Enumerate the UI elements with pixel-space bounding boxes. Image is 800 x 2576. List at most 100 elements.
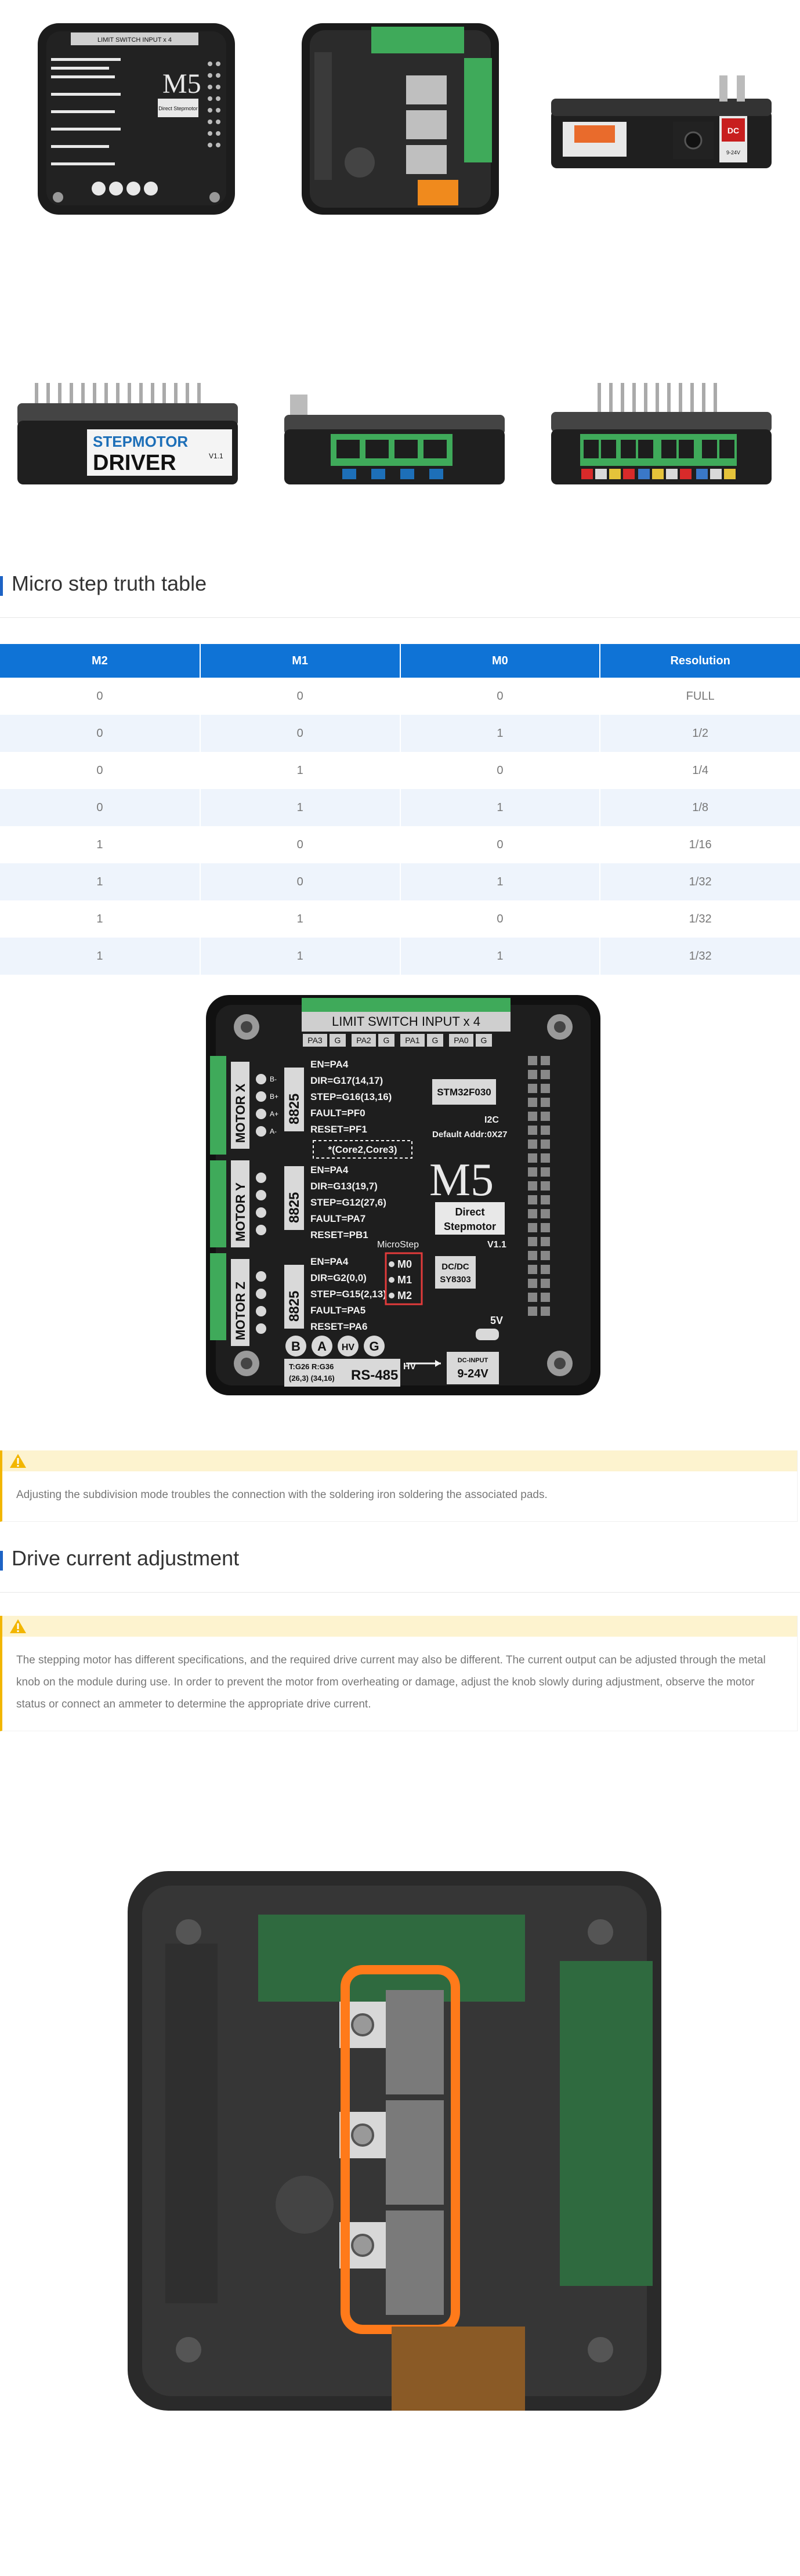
cell-m1: 0 xyxy=(200,863,401,900)
svg-text:EN=PA4: EN=PA4 xyxy=(310,1059,349,1070)
product-gallery: LIMIT SWITCH INPUT x 4 M5 Direct Stepmot… xyxy=(0,0,800,522)
thumb-side-terminals-b[interactable] xyxy=(545,337,772,545)
section-accent-bar xyxy=(0,576,3,596)
cell-m0: 0 xyxy=(400,826,601,863)
cell-m2: 1 xyxy=(0,938,201,975)
cell-m1: 0 xyxy=(200,678,401,715)
side-terminals-b-image xyxy=(551,383,772,484)
svg-text:PA1: PA1 xyxy=(405,1036,420,1045)
table-row: 1 0 1 1/32 xyxy=(0,863,800,900)
svg-text:Direct Stepmotor: Direct Stepmotor xyxy=(158,106,198,111)
thumb-board-top[interactable]: LIMIT SWITCH INPUT x 4 M5 Direct Stepmot… xyxy=(23,12,249,220)
cell-m2: 0 xyxy=(0,715,201,752)
svg-text:FAULT=PA5: FAULT=PA5 xyxy=(310,1305,365,1316)
svg-text:G: G xyxy=(369,1339,379,1354)
svg-text:(26,3) (34,16): (26,3) (34,16) xyxy=(289,1374,335,1383)
cell-m1: 1 xyxy=(200,789,401,826)
board-pinout-figure: LIMIT SWITCH INPUT x 4 PA3 G PA2 G PA1 G… xyxy=(203,992,603,1398)
section-accent-bar xyxy=(0,1551,3,1571)
cell-m1: 0 xyxy=(200,826,401,863)
note-current: The stepping motor has different specifi… xyxy=(0,1616,798,1731)
svg-text:STEP=G15(2,13): STEP=G15(2,13) xyxy=(310,1289,386,1300)
svg-text:Stepmotor: Stepmotor xyxy=(444,1221,496,1232)
side-terminals-a-image xyxy=(284,395,505,484)
warning-icon xyxy=(10,1619,26,1633)
cell-m0: 1 xyxy=(400,715,601,752)
svg-text:FAULT=PF0: FAULT=PF0 xyxy=(310,1108,365,1119)
cell-m0: 0 xyxy=(400,900,601,938)
table-row: 0 0 1 1/2 xyxy=(0,715,800,752)
side-dc-image: DC 9-24V xyxy=(551,75,772,168)
header-m0: M0 xyxy=(400,644,601,678)
svg-text:5V: 5V xyxy=(490,1315,503,1326)
cell-resolution: 1/16 xyxy=(600,826,800,863)
svg-text:*(Core2,Core3): *(Core2,Core3) xyxy=(328,1144,397,1155)
cell-resolution: 1/2 xyxy=(600,715,800,752)
note-text: The stepping motor has different specifi… xyxy=(16,1654,766,1710)
svg-text:B: B xyxy=(291,1339,301,1354)
svg-text:G: G xyxy=(432,1036,439,1045)
svg-text:B+: B+ xyxy=(270,1092,278,1101)
svg-text:9-24V: 9-24V xyxy=(457,1367,488,1380)
cell-m2: 0 xyxy=(0,789,201,826)
svg-text:RS-485: RS-485 xyxy=(351,1367,398,1383)
svg-text:T:G26 R:G36: T:G26 R:G36 xyxy=(289,1362,334,1371)
cell-resolution: 1/4 xyxy=(600,752,800,789)
svg-text:DIR=G17(14,17): DIR=G17(14,17) xyxy=(310,1075,383,1086)
section-title-truth-table: Micro step truth table xyxy=(12,571,207,595)
cell-m2: 1 xyxy=(0,900,201,938)
svg-text:MicroStep: MicroStep xyxy=(377,1240,419,1250)
svg-text:M0: M0 xyxy=(397,1258,412,1270)
svg-text:8825: 8825 xyxy=(287,1192,302,1223)
cell-resolution: 1/32 xyxy=(600,863,800,900)
svg-text:EN=PA4: EN=PA4 xyxy=(310,1164,349,1175)
note-header xyxy=(2,1616,797,1637)
cell-m1: 1 xyxy=(200,938,401,975)
cell-m0: 1 xyxy=(400,789,601,826)
svg-text:RESET=PA6: RESET=PA6 xyxy=(310,1321,367,1332)
svg-text:DC-INPUT: DC-INPUT xyxy=(458,1357,488,1364)
svg-text:G: G xyxy=(383,1036,390,1045)
potentiometer-image xyxy=(128,1871,661,2411)
svg-text:STM32F030: STM32F030 xyxy=(437,1087,491,1098)
warning-icon xyxy=(10,1454,26,1468)
section-truth-table: Micro step truth table xyxy=(0,554,800,618)
svg-text:RESET=PF1: RESET=PF1 xyxy=(310,1124,367,1135)
svg-text:DC: DC xyxy=(727,126,739,135)
cell-resolution: 1/32 xyxy=(600,938,800,975)
svg-text:Direct: Direct xyxy=(455,1206,484,1218)
board-top-image: LIMIT SWITCH INPUT x 4 M5 Direct Stepmot… xyxy=(38,23,235,215)
svg-text:MOTOR Y: MOTOR Y xyxy=(233,1182,248,1242)
svg-text:DRIVER: DRIVER xyxy=(93,451,176,475)
note-header xyxy=(2,1450,797,1471)
svg-text:DIR=G2(0,0): DIR=G2(0,0) xyxy=(310,1272,367,1283)
thumb-side-dc[interactable]: DC 9-24V xyxy=(545,12,772,220)
thumb-side-terminals-a[interactable] xyxy=(278,337,505,545)
svg-text:STEPMOTOR: STEPMOTOR xyxy=(93,433,188,450)
header-m1: M1 xyxy=(200,644,401,678)
header-resolution: Resolution xyxy=(600,644,800,678)
section-drive-current: Drive current adjustment xyxy=(0,1529,800,1593)
table-row: 0 0 0 FULL xyxy=(0,678,800,715)
svg-text:M1: M1 xyxy=(397,1274,412,1286)
potentiometer-figure xyxy=(125,1868,664,2414)
table-row: 0 1 0 1/4 xyxy=(0,752,800,789)
svg-text:DIR=G13(19,7): DIR=G13(19,7) xyxy=(310,1181,378,1192)
thumb-board-shell[interactable] xyxy=(290,12,516,220)
svg-text:M2: M2 xyxy=(397,1290,412,1301)
note-text: Adjusting the subdivision mode troubles … xyxy=(16,1489,548,1501)
svg-text:M5: M5 xyxy=(429,1155,494,1206)
svg-text:SY8303: SY8303 xyxy=(440,1275,470,1285)
svg-text:G: G xyxy=(335,1036,341,1045)
svg-text:A+: A+ xyxy=(270,1110,278,1118)
microstep-truth-table: M2 M1 M0 Resolution 0 0 0 FULL 0 0 1 1/2… xyxy=(0,644,800,975)
svg-text:DC/DC: DC/DC xyxy=(441,1262,469,1272)
cell-resolution: 1/8 xyxy=(600,789,800,826)
thumb-side-label[interactable]: STEPMOTOR DRIVER V1.1 xyxy=(12,337,238,545)
cell-m0: 0 xyxy=(400,678,601,715)
board-shell-image xyxy=(302,23,499,215)
section-title-drive-current: Drive current adjustment xyxy=(12,1546,240,1570)
svg-text:B-: B- xyxy=(270,1075,277,1083)
svg-text:A-: A- xyxy=(270,1127,277,1135)
table-header-row: M2 M1 M0 Resolution xyxy=(0,644,800,678)
